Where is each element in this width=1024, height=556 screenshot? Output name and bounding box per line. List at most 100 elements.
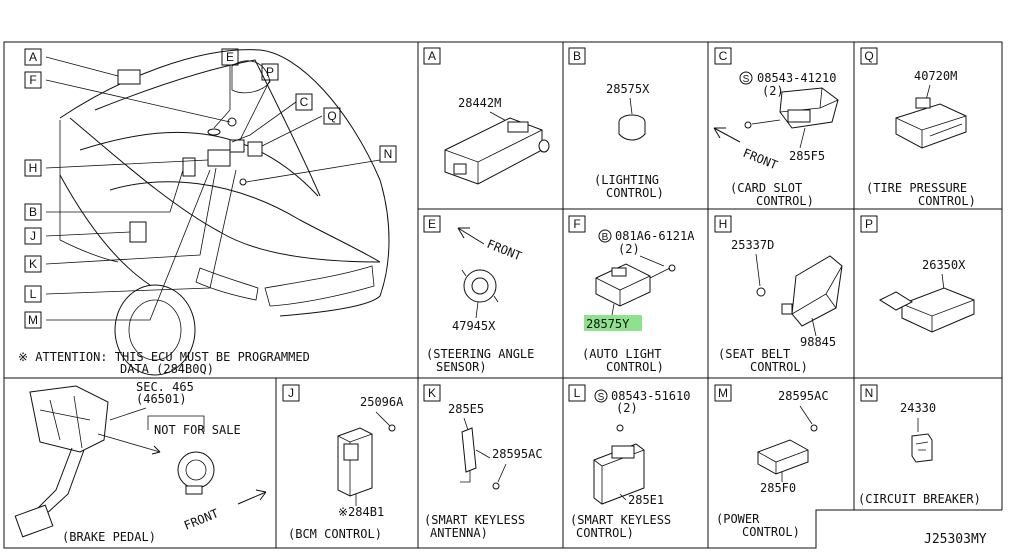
- not-for-sale-label: NOT FOR SALE: [154, 423, 241, 437]
- svg-text:N: N: [865, 386, 874, 400]
- part-number-28595AC-K: 28595AC: [492, 447, 543, 461]
- callout-M: M: [24, 311, 42, 329]
- module-26350X: [901, 287, 975, 333]
- svg-text:CONTROL): CONTROL): [606, 186, 664, 200]
- front-arrow-C: FRONT: [741, 146, 780, 173]
- svg-text:ANTENNA): ANTENNA): [430, 526, 488, 540]
- callout-Q: Q: [323, 107, 341, 125]
- svg-text:(SMART KEYLESS: (SMART KEYLESS: [570, 513, 671, 527]
- part-marker-E: [207, 128, 221, 136]
- callout-K: K: [24, 255, 42, 273]
- svg-text:E: E: [226, 50, 234, 64]
- svg-text:B: B: [573, 49, 581, 63]
- part-number-98845: 98845: [800, 335, 836, 349]
- smart-keyless-unit: [593, 443, 645, 505]
- svg-text:CONTROL): CONTROL): [918, 194, 976, 208]
- part-number-40720M: 40720M: [914, 69, 957, 83]
- callout-F: F: [24, 71, 42, 89]
- svg-text:H: H: [719, 217, 728, 231]
- panel-C: C S 08543-41210 (2) 285F5 FRONT (CARD SL…: [713, 47, 839, 208]
- section-465: SEC. 465: [136, 380, 194, 394]
- part-number-28575Y: 28575Y: [586, 317, 630, 331]
- svg-text:CONTROL): CONTROL): [756, 194, 814, 208]
- svg-text:B: B: [602, 232, 609, 243]
- tpms-40720M: [895, 103, 967, 149]
- panel-B: B 28575X (LIGHTING CONTROL): [568, 47, 664, 200]
- section-ref-46501: (46501): [136, 392, 187, 406]
- svg-text:E: E: [428, 217, 436, 231]
- svg-text:(TIRE PRESSURE: (TIRE PRESSURE: [866, 181, 967, 195]
- ecu-attention-data: DATA (284B0Q): [120, 362, 214, 376]
- part-marker-F: [227, 117, 237, 127]
- svg-text:K: K: [29, 257, 37, 271]
- svg-text:(SEAT BELT: (SEAT BELT: [718, 347, 790, 361]
- part-number-28575X: 28575X: [606, 82, 650, 96]
- svg-text:S: S: [743, 74, 750, 85]
- svg-text:N: N: [384, 147, 393, 161]
- svg-text:A: A: [29, 50, 37, 64]
- callout-L: L: [24, 285, 42, 303]
- callout-H: H: [24, 159, 42, 177]
- svg-text:B: B: [29, 205, 37, 219]
- highlighted-part-28575Y: [584, 315, 642, 331]
- svg-text:CONTROL): CONTROL): [576, 526, 634, 540]
- callout-J: J: [24, 227, 42, 245]
- panel-F: F B 081A6-6121A (2) 28575Y (AUTO LIGHT C…: [568, 215, 695, 374]
- svg-text:M: M: [718, 386, 728, 400]
- callout-B: B: [24, 203, 42, 221]
- bolt-number-081A6-6121A: 081A6-6121A: [615, 229, 695, 243]
- svg-text:J: J: [288, 386, 294, 400]
- callout-N: N: [379, 145, 397, 163]
- svg-text:Q: Q: [864, 49, 873, 63]
- part-number-47945X: 47945X: [452, 319, 496, 333]
- svg-text:F: F: [29, 73, 36, 87]
- auto-light-module: [595, 263, 651, 307]
- svg-text:(SMART KEYLESS: (SMART KEYLESS: [424, 513, 525, 527]
- ecu-attention-note: ※ ATTENTION: THIS ECU MUST BE PROGRAMMED: [18, 350, 310, 364]
- part-number-28595AC-M: 28595AC: [778, 389, 829, 403]
- panel-L: L S 08543-51610 (2) 285E1 (SMART KEYLESS…: [568, 384, 690, 540]
- panel-Q: Q 40720M (TIRE PRESSURE CONTROL): [860, 47, 976, 208]
- vehicle-overview: A F E P C Q N H B J K L M ※ ATTENTION: T…: [18, 48, 397, 376]
- svg-text:(AUTO LIGHT: (AUTO LIGHT: [582, 347, 661, 361]
- svg-text:(BCM CONTROL): (BCM CONTROL): [288, 527, 382, 541]
- svg-text:H: H: [29, 161, 38, 175]
- power-control-unit: [757, 439, 809, 475]
- callout-P: P: [261, 63, 279, 81]
- antenna-285E5: [461, 427, 477, 473]
- svg-text:(CARD SLOT: (CARD SLOT: [730, 181, 802, 195]
- svg-text:S: S: [598, 392, 605, 403]
- svg-text:(STEERING ANGLE: (STEERING ANGLE: [426, 347, 534, 361]
- panel-brake-pedal: SEC. 465 (46501) NOT FOR SALE FRONT (BRA…: [14, 380, 267, 544]
- panel-J: J 25096A ※284B1 (BCM CONTROL): [282, 384, 404, 541]
- panel-E: E FRONT 47945X (STEERING ANGLE SENSOR): [423, 215, 534, 374]
- panel-A: A 28442M: [423, 47, 550, 185]
- brake-switch-sensor: [177, 451, 215, 489]
- svg-text:Q: Q: [327, 109, 336, 123]
- callout-A: A: [24, 48, 42, 66]
- screw-number-08543-41210: 08543-41210: [757, 71, 836, 85]
- part-marker-N: [239, 178, 247, 186]
- part-number-285E5: 285E5: [448, 402, 484, 416]
- svg-text:(CIRCUIT BREAKER): (CIRCUIT BREAKER): [858, 492, 981, 506]
- svg-text:SENSOR): SENSOR): [436, 360, 487, 374]
- panel-K: K 285E5 28595AC (SMART KEYLESS ANTENNA): [423, 384, 543, 540]
- part-marker-H2: [182, 157, 196, 177]
- diagram-id: J25303MY: [924, 532, 987, 547]
- svg-text:A: A: [428, 49, 436, 63]
- svg-text:(LIGHTING: (LIGHTING: [594, 173, 659, 187]
- svg-text:(2): (2): [616, 401, 638, 415]
- svg-text:CONTROL): CONTROL): [742, 525, 800, 539]
- callout-C: C: [295, 93, 313, 111]
- part-number-285F5: 285F5: [789, 149, 825, 163]
- svg-text:L: L: [574, 386, 581, 400]
- panel-M: M 28595AC 285F0 (POWER CONTROL): [714, 384, 829, 539]
- brake-pedal-pad: [14, 504, 54, 538]
- svg-text:CONTROL): CONTROL): [750, 360, 808, 374]
- svg-text:J: J: [30, 229, 36, 243]
- svg-text:(BRAKE PEDAL): (BRAKE PEDAL): [62, 530, 156, 544]
- part-number-25337D: 25337D: [731, 238, 774, 252]
- panel-N: N 24330 (CIRCUIT BREAKER): [858, 384, 981, 506]
- front-arrow-brake: FRONT: [182, 506, 221, 533]
- part-number-26350X: 26350X: [922, 258, 966, 272]
